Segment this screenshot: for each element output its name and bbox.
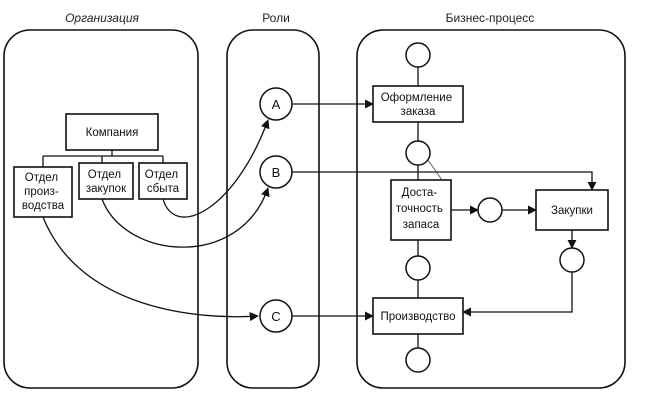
company-label: Компания (86, 127, 139, 139)
column-title-process: Бизнес-процесс (446, 11, 535, 25)
role-a-label: A (272, 97, 281, 112)
edge-purchased-to-production (462, 272, 573, 317)
roles-lane (226, 29, 320, 389)
purchasing-box (535, 189, 609, 231)
edge-production-to-role-c (42, 216, 259, 322)
event-order-done-circle (405, 140, 431, 166)
dept-purchasing-box (78, 162, 134, 200)
role-b-label: B (272, 165, 281, 180)
edge-event-to-stock-check-thin (427, 159, 443, 181)
event-end-circle (405, 347, 431, 373)
event-available-circle (405, 255, 431, 281)
org-tree-connector (42, 150, 164, 167)
stock-check-box (390, 179, 452, 241)
purchasing-label: Закупки (551, 205, 593, 217)
event-shortage-circle (477, 197, 503, 223)
dept-sales-label: Отдел сбыта (145, 169, 181, 195)
event-start-circle (405, 42, 431, 68)
column-title-roles: Роли (262, 11, 290, 25)
edge-purchasing-to-role-b (101, 187, 270, 248)
role-c-label: C (271, 309, 280, 324)
dept-production-label: Отдел произ- водства (22, 172, 65, 212)
order-label: Оформление заказа (381, 92, 456, 118)
stock-check-label: Доста- точность запаса (396, 187, 446, 231)
column-title-organization: Организация (65, 11, 139, 25)
event-purchased-circle (559, 247, 585, 273)
edge-sales-to-role-a (162, 119, 270, 218)
edge-role-b-to-purchasing (292, 171, 597, 191)
order-box (372, 85, 464, 123)
production-label: Производство (381, 311, 456, 323)
dept-production-box (13, 166, 73, 218)
dept-purchasing-label: Отдел закупок (86, 169, 127, 195)
dept-sales-box (138, 162, 188, 200)
